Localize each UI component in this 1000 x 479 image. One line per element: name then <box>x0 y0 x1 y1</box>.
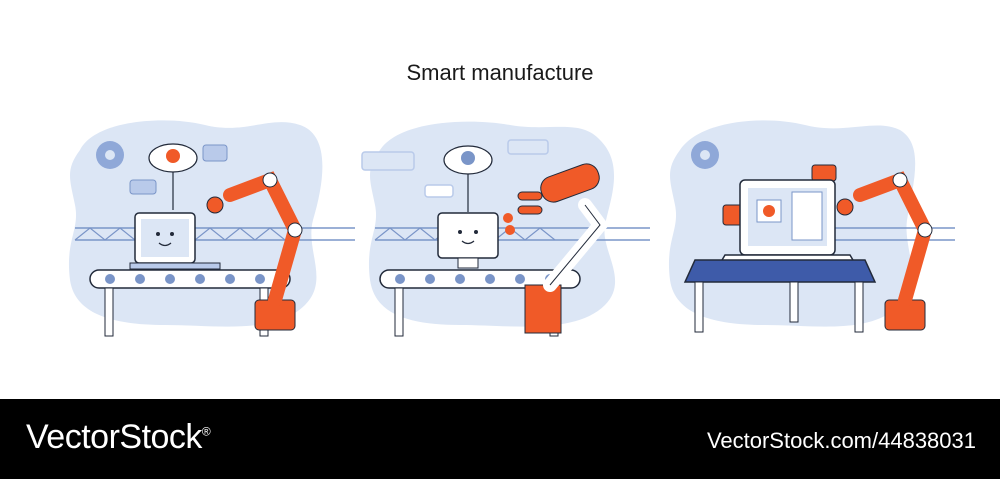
table-icon <box>683 259 877 333</box>
robot-arm-icon <box>206 171 303 331</box>
watermark-bar <box>0 399 1000 479</box>
cloud-brain-icon <box>443 145 493 212</box>
robot-arm-icon <box>836 171 933 331</box>
monitor-assembly-scene <box>361 121 650 337</box>
robot-gripper-icon <box>503 163 609 334</box>
binary-chip-icon <box>811 164 837 182</box>
page-title: Smart manufacture <box>406 60 594 85</box>
gear-icon <box>96 141 124 169</box>
chat-bubble-icon <box>129 179 157 195</box>
image-id-url: VectorStock.com/44838031 <box>706 428 976 453</box>
registered-mark: ® <box>201 424 211 439</box>
binary-chip-icon <box>202 144 228 162</box>
cloud-brain-icon <box>148 143 198 210</box>
conveyor-belt-icon <box>89 269 291 337</box>
chat-bubble-icon <box>361 151 415 171</box>
gear-icon <box>691 141 719 169</box>
brand-logo-text: VectorStock <box>26 418 202 456</box>
laptop-robot-face-icon <box>129 212 221 270</box>
brand-logo: VectorStock® <box>26 418 211 457</box>
monitor-robot-face-icon <box>437 212 499 269</box>
laptop-assembly-scene <box>68 120 355 337</box>
laptop-ai-scene <box>668 120 955 333</box>
